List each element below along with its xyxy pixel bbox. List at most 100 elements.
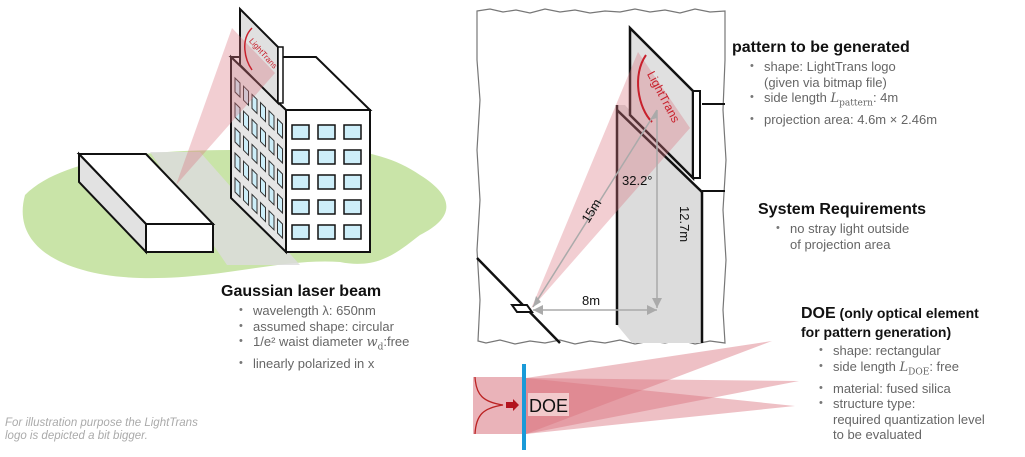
- window: [277, 167, 283, 190]
- requirements-section: System Requirements no stray light outsi…: [758, 201, 926, 252]
- gaussian-profile: [474, 376, 504, 435]
- window: [343, 174, 362, 190]
- list-item: structure type:required quantization lev…: [819, 396, 985, 443]
- window: [291, 124, 310, 140]
- window: [268, 109, 275, 132]
- window: [251, 93, 258, 115]
- window: [243, 184, 249, 207]
- list-item: side length Lpattern: 4m: [750, 90, 937, 112]
- window: [234, 101, 241, 124]
- list-item: material: fused silica: [819, 381, 985, 397]
- math-var: L: [899, 359, 909, 375]
- window: [260, 151, 266, 173]
- height-label: 12.7m: [677, 206, 692, 242]
- item-suffix: : free: [929, 358, 959, 374]
- gaussian-beam-title: Gaussian laser beam: [221, 283, 382, 300]
- arrowhead: [650, 110, 657, 120]
- window: [291, 174, 310, 190]
- doe-plate: [522, 364, 526, 450]
- math-sub: DOE: [908, 367, 930, 378]
- gaussian-beam-section: Gaussian laser beam wavelength λ: 650nm …: [221, 283, 409, 372]
- side-beam: [531, 52, 690, 309]
- doe-label: DOE: [529, 396, 568, 416]
- window: [234, 176, 241, 199]
- hypotenuse-label: 15m: [578, 196, 604, 225]
- side-logo-arc: [637, 54, 653, 123]
- window: [317, 224, 336, 240]
- pattern-section: pattern to be generated shape: LightTran…: [732, 39, 937, 128]
- list-item: side length LDOE: free: [819, 359, 985, 381]
- footnote-line-1: For illustration purpose the LightTrans: [5, 417, 198, 429]
- doe-title-rest: (only optical element: [835, 305, 979, 321]
- doe-list: shape: rectangular side length LDOE: fre…: [801, 343, 985, 443]
- billboard-logo-arc: [244, 27, 253, 71]
- math-symbol: wd: [366, 335, 384, 353]
- doe-title-main: DOE: [801, 305, 836, 322]
- list-item: shape: LightTrans logo(given via bitmap …: [750, 59, 937, 90]
- ground-line: [476, 257, 561, 344]
- dim-hypotenuse: [532, 109, 658, 308]
- item-prefix: side length: [833, 358, 900, 374]
- window: [251, 193, 258, 215]
- diffracted-beam-2: [526, 378, 799, 434]
- arrowhead: [533, 305, 543, 315]
- item-continuation: of projection area: [790, 236, 891, 252]
- window: [243, 109, 249, 132]
- window: [260, 176, 266, 198]
- math-sub: d: [377, 342, 384, 353]
- requirements-title: System Requirements: [758, 201, 927, 218]
- doe-label-bg: [528, 393, 569, 416]
- item-text: no stray light outside: [790, 221, 910, 236]
- list-item: shape: rectangular: [819, 343, 985, 359]
- item-prefix: side length: [764, 90, 831, 105]
- low-building-front: [145, 223, 214, 253]
- math-symbol: Lpattern: [830, 91, 873, 109]
- doe-title-line2: for pattern generation): [801, 324, 952, 340]
- diffracted-beam-1: [526, 341, 772, 434]
- math-var: L: [830, 91, 840, 106]
- list-item: assumed shape: circular: [239, 319, 409, 335]
- distance-label: 8m: [582, 293, 600, 308]
- list-item: wavelength λ: 650nm: [239, 303, 409, 319]
- diffracted-beam-3: [526, 378, 795, 434]
- pattern-title: pattern to be generated: [732, 39, 910, 56]
- item-continuation: (given via bitmap file): [764, 74, 887, 90]
- window: [268, 184, 275, 207]
- side-billboard-logo: LightTrans: [644, 69, 683, 125]
- window: [343, 199, 362, 215]
- beam-arrow-icon: [506, 399, 519, 411]
- window: [343, 149, 362, 165]
- window: [243, 134, 249, 157]
- window: [317, 149, 336, 165]
- item-continuation: to be evaluated: [833, 427, 922, 443]
- window: [234, 151, 241, 174]
- footnote: For illustration purpose the LightTrans …: [5, 417, 198, 443]
- pattern-list: shape: LightTrans logo(given via bitmap …: [732, 59, 937, 128]
- gaussian-beam-list: wavelength λ: 650nm assumed shape: circu…: [221, 303, 409, 372]
- window: [291, 199, 310, 215]
- list-item: linearly polarized in x: [239, 356, 409, 372]
- incident-beam: [473, 377, 523, 434]
- window: [260, 201, 266, 223]
- window: [317, 124, 336, 140]
- window: [277, 192, 283, 215]
- window: [234, 126, 241, 149]
- list-item: projection area: 4.6m × 2.46m: [750, 112, 937, 128]
- window: [243, 84, 249, 107]
- window: [243, 159, 249, 182]
- building-wall: [617, 105, 702, 343]
- window: [260, 126, 266, 148]
- side-billboard: [628, 24, 695, 182]
- item-suffix: : 4m: [872, 90, 899, 105]
- window: [234, 76, 241, 99]
- footnote-line-2: logo is depicted a bit bigger.: [5, 430, 148, 442]
- math-var: w: [366, 335, 378, 350]
- ground-shadow: [150, 152, 300, 265]
- window: [317, 174, 336, 190]
- window: [268, 209, 275, 232]
- item-suffix: :free: [383, 334, 410, 349]
- window: [260, 101, 266, 123]
- front-windows: [291, 124, 362, 240]
- window: [291, 224, 310, 240]
- billboard-edge: [277, 46, 284, 104]
